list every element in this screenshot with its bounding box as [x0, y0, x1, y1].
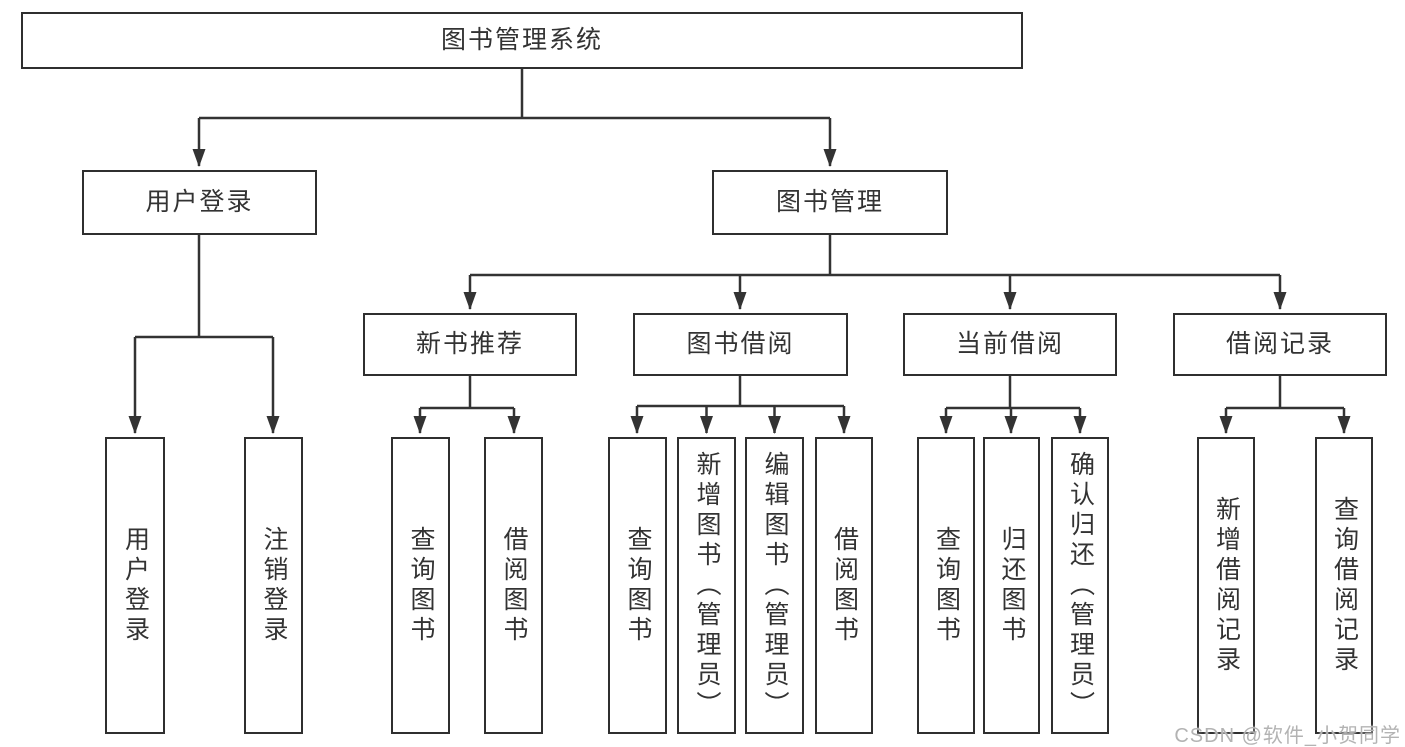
node-leaf-query-books-1: 查询图书 [391, 437, 450, 734]
node-leaf-query-books-3: 查询图书 [917, 437, 975, 734]
node-leaf-logout: 注销登录 [244, 437, 303, 734]
node-root-system: 图书管理系统 [21, 12, 1023, 69]
node-book-borrow: 图书借阅 [633, 313, 848, 376]
node-label: 新书推荐 [415, 330, 524, 358]
node-label: 确认归还（管理员） [1066, 450, 1095, 721]
node-label: 用户登录 [145, 188, 254, 216]
watermark: CSDN @软件_小贺同学 [1174, 725, 1401, 747]
node-leaf-user-login: 用户登录 [105, 437, 165, 734]
node-label: 图书管理系统 [440, 26, 603, 54]
node-new-book-recommend: 新书推荐 [363, 313, 577, 376]
node-label: 查询图书 [932, 525, 961, 646]
node-label: 编辑图书（管理员） [761, 450, 789, 721]
node-leaf-query-books-2: 查询图书 [608, 437, 667, 734]
node-label: 借阅记录 [1225, 330, 1334, 358]
node-leaf-return-book: 归还图书 [983, 437, 1040, 734]
node-user-login: 用户登录 [82, 170, 317, 235]
node-label: 借阅图书 [500, 525, 528, 646]
node-label: 新增图书（管理员） [693, 450, 721, 721]
node-label: 查询图书 [624, 525, 652, 646]
node-leaf-borrow-books-1: 借阅图书 [484, 437, 543, 734]
node-leaf-query-borrow-record: 查询借阅记录 [1315, 437, 1373, 734]
node-label: 图书管理 [775, 188, 884, 216]
node-book-management: 图书管理 [712, 170, 948, 235]
node-leaf-edit-book-admin: 编辑图书（管理员） [745, 437, 804, 734]
node-label: 用户登录 [121, 525, 150, 646]
node-label: 图书借阅 [686, 330, 795, 358]
node-label: 查询借阅记录 [1330, 495, 1359, 676]
node-borrow-records: 借阅记录 [1173, 313, 1387, 376]
node-leaf-confirm-return-admin: 确认归还（管理员） [1051, 437, 1109, 734]
node-label: 当前借阅 [955, 330, 1064, 358]
node-label: 借阅图书 [830, 525, 859, 646]
node-leaf-borrow-books-2: 借阅图书 [815, 437, 873, 734]
node-label: 查询图书 [407, 525, 435, 646]
node-label: 归还图书 [998, 525, 1026, 646]
node-leaf-add-borrow-record: 新增借阅记录 [1197, 437, 1255, 734]
node-current-borrow: 当前借阅 [903, 313, 1117, 376]
node-leaf-add-book-admin: 新增图书（管理员） [677, 437, 736, 734]
node-label: 注销登录 [260, 525, 288, 646]
node-label: 新增借阅记录 [1212, 495, 1241, 676]
